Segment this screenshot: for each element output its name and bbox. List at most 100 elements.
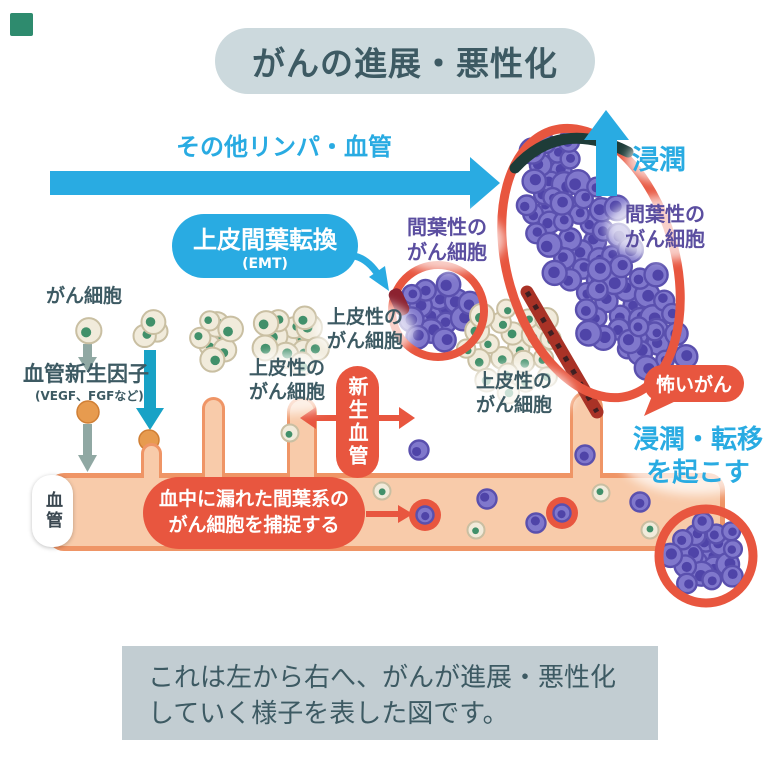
cell-nucleus [484,340,492,349]
cell-mesenchymal [575,319,603,347]
cell-mesenchymal [435,271,462,298]
cell-nucleus [532,227,543,237]
cell-mesenchymal [521,168,548,195]
cell-nucleus [652,328,662,338]
cell-nucleus [260,343,271,354]
capture-arrow [366,505,413,523]
cell-cluster [75,317,103,345]
cell-nucleus [498,320,508,329]
factor-release-arrow [78,344,97,372]
cell-epithelial [292,305,318,331]
cell-nucleus [635,498,645,508]
mesenchymal-right-label: 間葉性の がん細胞 [625,202,705,251]
cell-nucleus [596,488,604,496]
cell-nucleus [707,576,717,586]
capture-callout: 血中に漏れた間葉系の がん細胞を捕捉する [143,477,365,549]
corner-mark [10,13,33,36]
cell-epithelial [466,520,486,540]
cell-nucleus [412,446,422,457]
cell-nucleus [497,355,507,365]
cell-nucleus [633,322,643,332]
angiogenic-factor-label: 血管新生因子 [23,362,149,386]
cell-nucleus [581,192,591,202]
cell-nucleus [665,548,677,560]
cell-nucleus [667,308,678,319]
cell-mesenchymal [701,569,723,591]
cell-nucleus [608,277,621,290]
cell-mesenchymal [408,439,430,461]
label-bubble [456,364,574,426]
cell-nucleus [593,204,605,216]
cell-nucleus [557,510,566,519]
label-bubble [606,196,726,260]
vessel-badge: 血管 [32,475,73,547]
cell-mesenchymal [525,512,547,534]
cell-nucleus [677,535,687,545]
page-title: がんの進展・悪性化 [252,44,558,83]
emt-title: 上皮間葉転換 [193,226,337,254]
cell-nucleus [529,174,541,186]
cell-nucleus [566,153,576,163]
cell-nucleus [617,259,628,271]
cell-nucleus [684,579,694,589]
factor-dot [76,400,100,424]
cell-cluster [657,511,744,595]
angiogenic-factor-sub-label: (VEGF、FGFなど) [35,389,144,403]
title-banner: がんの進展・悪性化 [215,28,595,94]
cancer-cell-label: がん細胞 [46,285,123,307]
cell-mesenchymal [549,191,575,216]
cell-mesenchymal [673,343,699,370]
cell-nucleus [574,247,586,258]
cell-mesenchymal [657,542,684,569]
cell-nucleus [145,317,156,327]
cell-mesenchymal [431,327,457,353]
cell-nucleus [658,293,668,303]
lymph-vessel-flow-arrow [50,157,500,209]
cell-nucleus [415,299,427,311]
cell-mesenchymal [574,444,596,466]
cell-mesenchymal [573,188,594,210]
cell-cluster [132,309,169,349]
cell-epithelial [199,310,221,332]
epithelial-right-label: 上皮性の がん細胞 [475,370,552,416]
cell-mesenchymal [644,321,665,342]
cell-nucleus [441,334,453,345]
cell-nucleus [540,240,553,253]
cell-nucleus [569,178,581,191]
cell-mesenchymal [515,194,538,217]
caption-note: これは左から右へ、がんが進展・悪性化 していく様子を表した図です。 [148,663,617,730]
circulating-cells [280,423,660,540]
metastasis-cluster-ring [654,504,758,608]
cell-mesenchymal [536,231,563,258]
cell-epithelial [640,520,660,540]
cell-nucleus [204,316,213,325]
cell-nucleus [652,269,664,281]
cell-nucleus [646,525,654,533]
cell-nucleus [412,329,424,341]
cell-mesenchymal [609,254,634,279]
cell-nucleus [728,527,737,537]
cell-epithelial [199,346,226,373]
cell-nucleus [580,305,591,316]
cell-nucleus [507,329,517,339]
cell-mesenchymal [552,503,572,523]
cell-mesenchymal [476,488,498,510]
cell-nucleus [579,451,589,461]
cell-nucleus [557,252,568,263]
lymph-vessel-arrow-label: その他リンパ・血管 [176,133,392,161]
cell-mesenchymal [574,298,598,322]
cell-nucleus [504,307,512,315]
cell-nucleus [421,512,430,521]
factor-to-vessel-arrow [78,424,97,472]
cell-mesenchymal [691,511,714,534]
cell-mesenchymal [629,491,651,513]
cell-nucleus [258,319,269,330]
cell-cluster [189,310,244,373]
cell-nucleus [440,317,451,328]
cell-nucleus [378,488,386,496]
invasion-label: 浸潤 [632,145,686,176]
cell-nucleus [542,218,553,229]
cell-epithelial [75,317,103,345]
cell-nucleus [408,289,418,299]
cell-nucleus [310,344,320,354]
